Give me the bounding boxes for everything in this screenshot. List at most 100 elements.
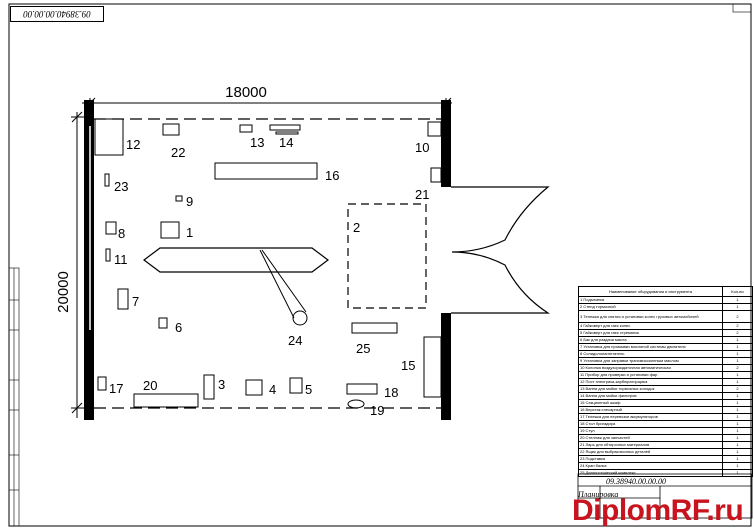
watermark-main: Diplom [572, 494, 671, 527]
spec-row: 7 Установка для промывки масляной систем… [578, 343, 753, 351]
label-11: 11 [114, 252, 128, 267]
gate [451, 186, 551, 314]
spec-row-qty: 1 [722, 448, 753, 456]
label-12: 12 [126, 137, 140, 152]
spec-row-qty: 1 [722, 420, 753, 428]
equipment-spec-table: Наименование оборудования и инструмента … [578, 286, 753, 516]
spec-row: 3 Тележка для снятия и установки колес г… [578, 310, 753, 323]
spec-row-qty: 2 [722, 322, 753, 330]
spec-row-name: 19 Стул [578, 427, 723, 435]
height-label: 20000 [55, 271, 72, 313]
label-5: 5 [305, 382, 312, 397]
spec-row-qty: 1 [722, 378, 753, 386]
watermark-logo: DiplomRF.ru [572, 494, 744, 528]
equipment-labels: 1 2 3 4 5 6 7 8 9 10 11 12 13 14 15 16 1… [109, 135, 429, 418]
label-23: 23 [114, 179, 128, 194]
left-margin-strip [8, 267, 20, 527]
label-10: 10 [415, 140, 429, 155]
label-24: 24 [288, 333, 302, 348]
spec-row-name: 12 Пост электрика-карбюраторщика [578, 378, 723, 386]
spec-row-name: 4 Гайковерт для гаек колес [578, 322, 723, 330]
label-2: 2 [353, 220, 360, 235]
spec-row-name: 20 Стеллаж для запчастей [578, 434, 723, 442]
spec-row-qty: 2 [722, 310, 753, 323]
vehicle-outline [143, 247, 329, 273]
equipment [94, 118, 442, 409]
spec-row-name: 25 Диагностический комплекс [578, 469, 723, 477]
spec-row-qty: 1 [722, 413, 753, 421]
walls [84, 100, 451, 420]
spec-row-qty: 1 [722, 296, 753, 304]
spec-row-name: 15 Секционный шкаф [578, 399, 723, 407]
label-25: 25 [356, 341, 370, 356]
spec-row-name: 2 Стенд тормозной [578, 303, 723, 311]
spec-row-qty: 1 [722, 357, 753, 365]
label-22: 22 [171, 145, 185, 160]
title-block-name: Планировка [578, 490, 619, 499]
label-20: 20 [143, 378, 157, 393]
label-18: 18 [384, 385, 398, 400]
spec-row-name: 9 Установка для заправки трансмиссионным… [578, 357, 723, 365]
spec-row-name: 17 Тележка для перевозки аккумуляторов [578, 413, 723, 421]
label-8: 8 [118, 226, 125, 241]
sheet-frame [8, 3, 752, 527]
spec-row: 10 Колонка воздухораздаточная автоматиче… [578, 364, 753, 372]
crane [259, 249, 308, 326]
label-7: 7 [132, 294, 139, 309]
spec-row-qty: 1 [722, 406, 753, 414]
spec-row-name: 13 Ванна для мойки тормозных колодок [578, 385, 723, 393]
spec-row-qty: 2 [722, 329, 753, 337]
label-4: 4 [269, 382, 276, 397]
title-block-code: 09.38940.00.00.00 [606, 477, 666, 486]
spec-row-name: 18 Стол бригадира [578, 420, 723, 428]
spec-header-name: Наименование оборудования и инструмента [578, 286, 723, 297]
spec-row-qty: 2 [722, 385, 753, 393]
spec-row-name: 8 Солидолонагнетатель [578, 350, 723, 358]
spec-row-qty: 1 [722, 469, 753, 477]
spec-row-qty: 2 [722, 364, 753, 372]
label-17: 17 [109, 381, 123, 396]
spec-row-name: 16 Верстак слесарный [578, 406, 723, 414]
spec-row-name: 3 Тележка для снятия и установки колес г… [578, 310, 723, 323]
spec-row-qty: 1 [722, 441, 753, 449]
label-21: 21 [415, 187, 429, 202]
spec-row-name: 7 Установка для промывки масляной систем… [578, 343, 723, 351]
spec-row: 9 Установка для заправки трансмиссионным… [578, 357, 753, 365]
label-13: 13 [250, 135, 264, 150]
spec-row-name: 24 Кран балка [578, 462, 723, 470]
width-label: 18000 [225, 84, 267, 101]
spec-row-name: 10 Колонка воздухораздаточная автоматиче… [578, 364, 723, 372]
spec-row-qty: 1 [722, 427, 753, 435]
spec-row-name: 14 Ванна для мойки фильтров [578, 392, 723, 400]
label-14: 14 [279, 135, 293, 150]
spec-row-qty: 1 [722, 399, 753, 407]
label-6: 6 [175, 320, 182, 335]
spec-row-name: 1 Подъемник [578, 296, 723, 304]
label-16: 16 [325, 168, 339, 183]
spec-row-name: 6 Бак для раздачи масла [578, 336, 723, 344]
spec-row-name: 11 Прибор для проверки и установки фар [578, 371, 723, 379]
dimension-width [82, 97, 452, 118]
label-15: 15 [401, 358, 415, 373]
spec-row-qty: 1 [722, 343, 753, 351]
